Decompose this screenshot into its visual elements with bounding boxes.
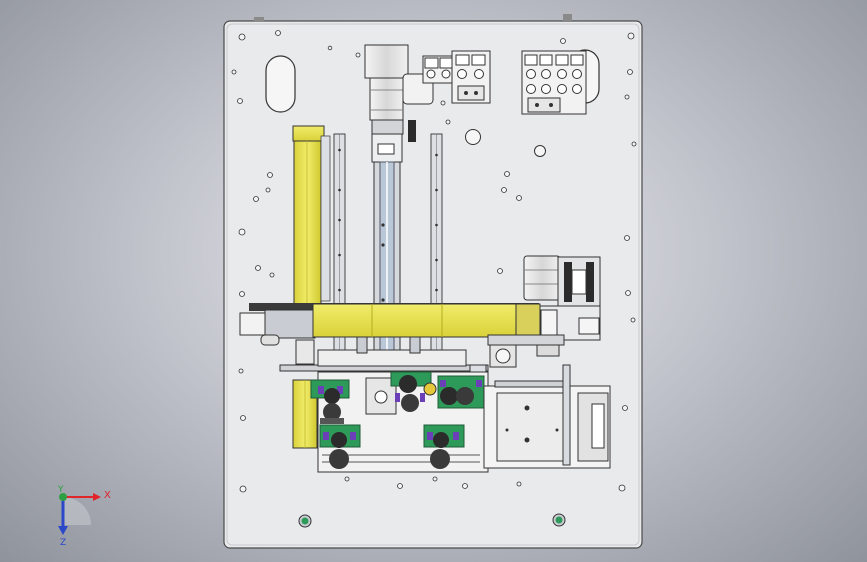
terminal-block-right [521, 50, 587, 115]
axis-x-label: X [104, 490, 111, 501]
axis-z-label: Z [60, 538, 66, 548]
coordinate-triad-icon [58, 493, 101, 535]
yellow-vertical-actuator[interactable] [292, 125, 331, 449]
mounting-hole-icon [231, 30, 637, 493]
top-lug-left [254, 17, 264, 22]
gripper-unit-4[interactable] [319, 424, 361, 469]
large-hole-2 [534, 145, 546, 157]
base-plate-inner-edge [226, 23, 640, 546]
gripper-unit-1[interactable] [310, 379, 350, 424]
large-hole-1 [465, 129, 481, 145]
slot-top-left [265, 55, 296, 113]
gripper-unit-5[interactable] [423, 424, 465, 469]
terminal-block-left [422, 50, 491, 104]
green-knob-icon[interactable] [298, 513, 566, 528]
top-lug-right [563, 14, 572, 21]
axis-y-label: Y [57, 485, 64, 495]
right-motor-assembly[interactable] [487, 255, 601, 368]
gripper-unit-3[interactable] [437, 375, 485, 409]
gripper-unit-2[interactable] [390, 371, 437, 412]
servo-motor[interactable] [364, 44, 434, 142]
right-lower-module [483, 364, 611, 469]
